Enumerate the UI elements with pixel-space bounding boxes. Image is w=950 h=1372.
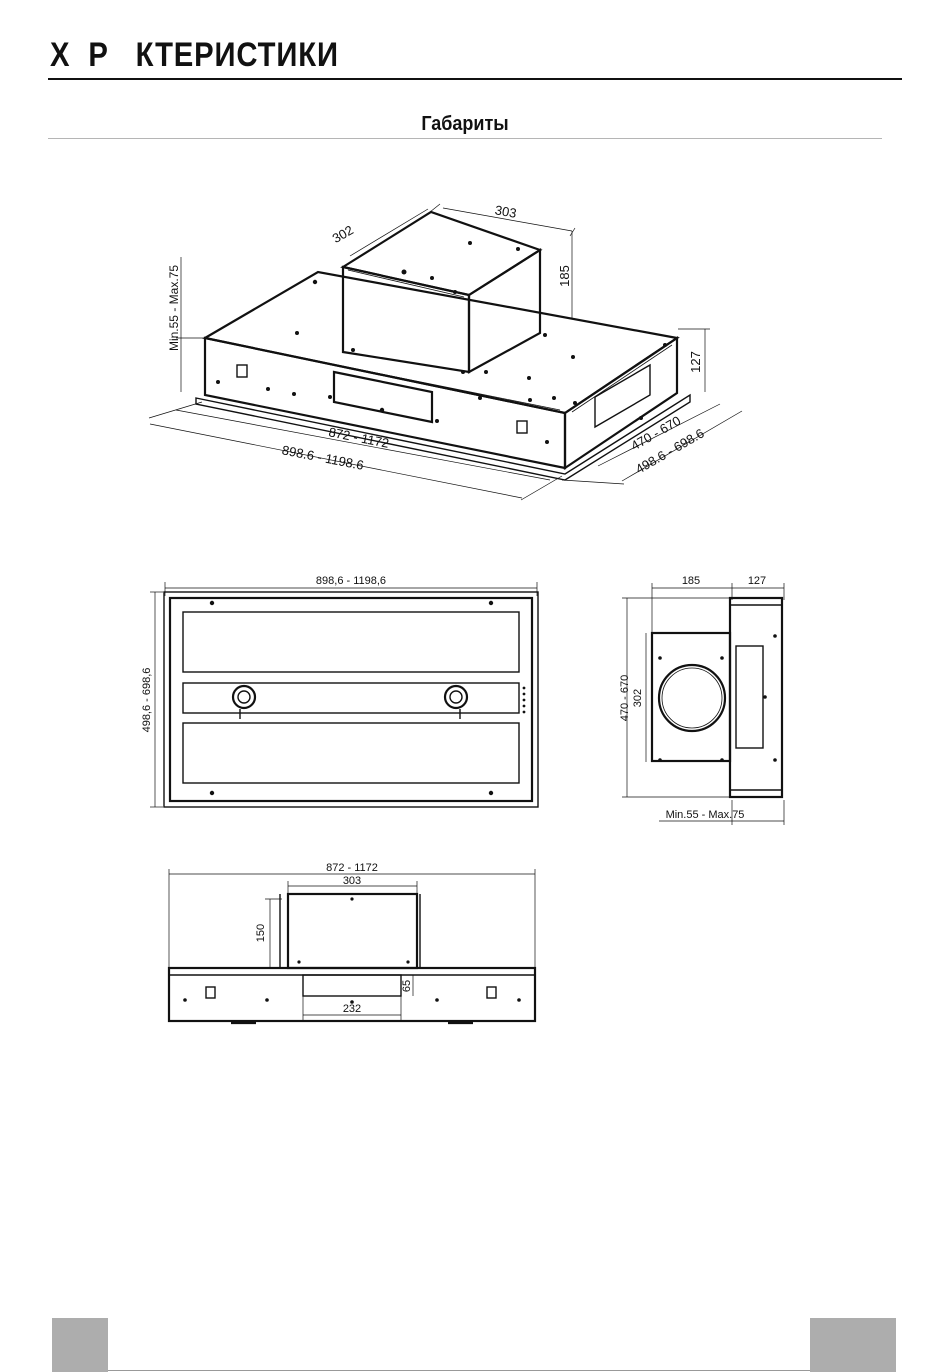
front-opening-width-label: 232 <box>343 1003 361 1015</box>
front-window <box>334 372 432 422</box>
iso-box-height-label: 185 <box>557 265 572 287</box>
bottom-frame-inner <box>170 598 532 801</box>
control-icon-left <box>237 365 247 377</box>
side-box-width-label: 302 <box>632 689 644 707</box>
bottom-frame-outer <box>164 592 538 807</box>
front-motor-box <box>288 894 417 968</box>
side-hood-height-label: 127 <box>748 575 766 587</box>
bottom-filter-top <box>183 612 519 672</box>
front-control-right <box>487 987 496 998</box>
front-box-width-label: 303 <box>343 875 361 887</box>
side-depth-label: 470 - 670 <box>619 675 631 721</box>
iso-inner-width-label: 872 - 1172 <box>327 424 390 450</box>
front-opening <box>303 975 401 996</box>
bottom-view: 898,6 - 1198,6 498,6 - 698,6 <box>141 575 538 807</box>
bottom-depth-label: 498,6 - 698,6 <box>141 668 153 733</box>
bottom-filter-bottom <box>183 723 519 783</box>
bottom-lamp-right <box>445 686 467 708</box>
control-icon-right <box>517 421 527 433</box>
side-motor-box <box>652 633 730 761</box>
iso-box-width-label: 303 <box>494 202 518 221</box>
footer-page-tab-left <box>52 1318 108 1372</box>
iso-hood-height-label: 127 <box>688 351 703 373</box>
side-window <box>736 646 763 748</box>
bottom-width-label: 898,6 - 1198,6 <box>316 575 386 587</box>
bottom-lamp-left <box>233 686 255 708</box>
footer-page-tab-right <box>810 1318 896 1372</box>
front-view: 872 - 1172 303 150 65 232 <box>169 862 535 1023</box>
iso-adjust-height-label: Min.55 - Max.75 <box>167 265 181 351</box>
front-control-left <box>206 987 215 998</box>
footer-rule <box>108 1370 810 1371</box>
isometric-view: 303 302 185 127 Min.55 - Max.75 872 - 11… <box>149 202 742 500</box>
front-opening-height-label: 65 <box>401 980 413 992</box>
side-view: 185 127 470 - 670 302 Min.55 - Max.75 <box>619 575 784 825</box>
side-adjust-height-label: Min.55 - Max.75 <box>666 809 745 821</box>
front-width-label: 872 - 1172 <box>326 862 378 874</box>
hood-top-face <box>205 272 677 413</box>
front-box-height-label: 150 <box>255 924 267 942</box>
iso-outer-width-label: 898.6 - 1198.6 <box>281 442 365 473</box>
side-fan <box>659 665 725 731</box>
motor-box-front <box>343 267 469 372</box>
side-hood-profile <box>730 598 782 797</box>
side-box-depth-label: 185 <box>682 575 700 587</box>
iso-box-depth-label: 302 <box>330 222 356 246</box>
